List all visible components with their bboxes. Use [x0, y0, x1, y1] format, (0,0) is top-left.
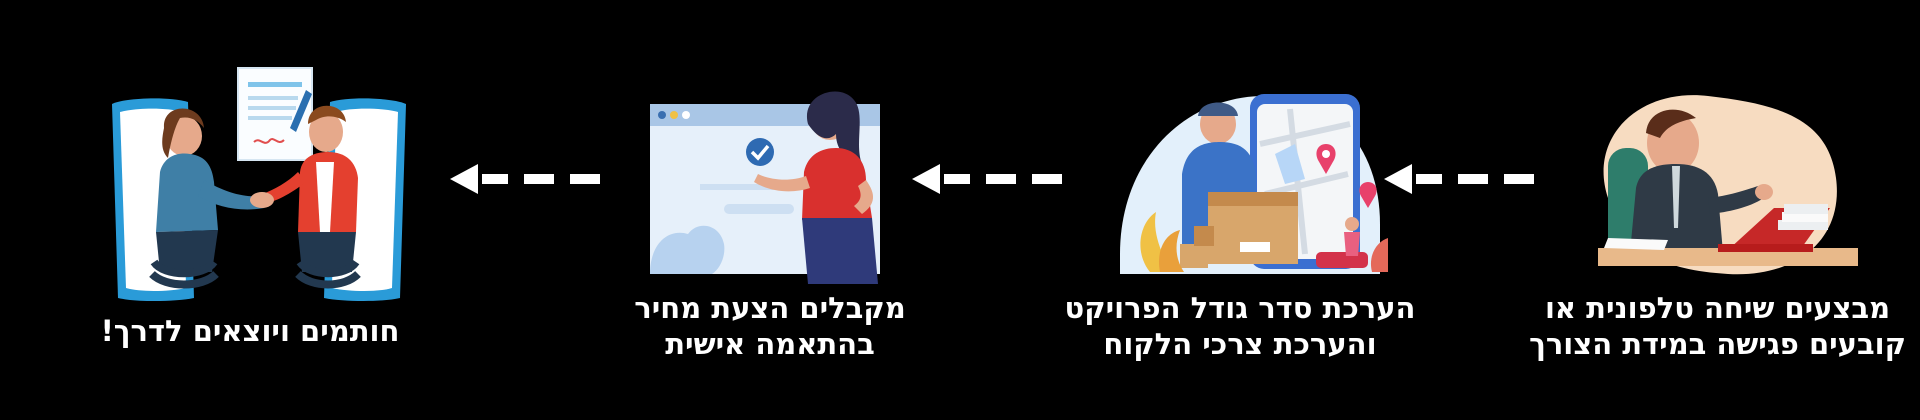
step-call-line-1: מבצעים שיחה טלפונית או — [1544, 291, 1891, 325]
step-quote: מקבלים הצעת מחיר בהתאמה אישית — [600, 0, 940, 420]
step-call-line-2: קובעים פגישה במידת הצורך — [1529, 327, 1906, 361]
price-quote-illustration — [650, 91, 880, 284]
step-scope-line-1: הערכת סדר גודל הפרויקט — [1064, 291, 1416, 325]
step-call: מבצעים שיחה טלפונית או קובעים פגישה במיד… — [1529, 0, 1920, 420]
arrow-left-icon — [450, 164, 600, 194]
step-call-caption: מבצעים שיחה טלפונית או קובעים פגישה במיד… — [1529, 290, 1906, 362]
step-sign-caption: חותמים ויוצאים לדרך! — [101, 313, 400, 349]
arrow-left-icon — [912, 164, 1062, 194]
step-sign: חותמים ויוצאים לדרך! — [60, 0, 440, 420]
arrow-left-icon — [1384, 164, 1534, 194]
step-scope: הערכת סדר גודל הפרויקט והערכת צרכי הלקוח — [1040, 0, 1440, 420]
step-quote-line-2: בהתאמה אישית — [665, 327, 875, 361]
handshake-contract-illustration — [112, 67, 406, 301]
delivery-map-illustration — [1120, 94, 1388, 275]
step-sign-line-1: חותמים ויוצאים לדרך! — [100, 314, 400, 348]
step-scope-line-2: והערכת צרכי הלקוח — [1103, 327, 1377, 361]
step-scope-caption: הערכת סדר גודל הפרויקט והערכת צרכי הלקוח — [1065, 290, 1416, 362]
phone-call-illustration — [1598, 95, 1858, 275]
step-quote-line-1: מקבלים הצעת מחיר — [634, 291, 906, 325]
step-quote-caption: מקבלים הצעת מחיר בהתאמה אישית — [634, 290, 905, 362]
